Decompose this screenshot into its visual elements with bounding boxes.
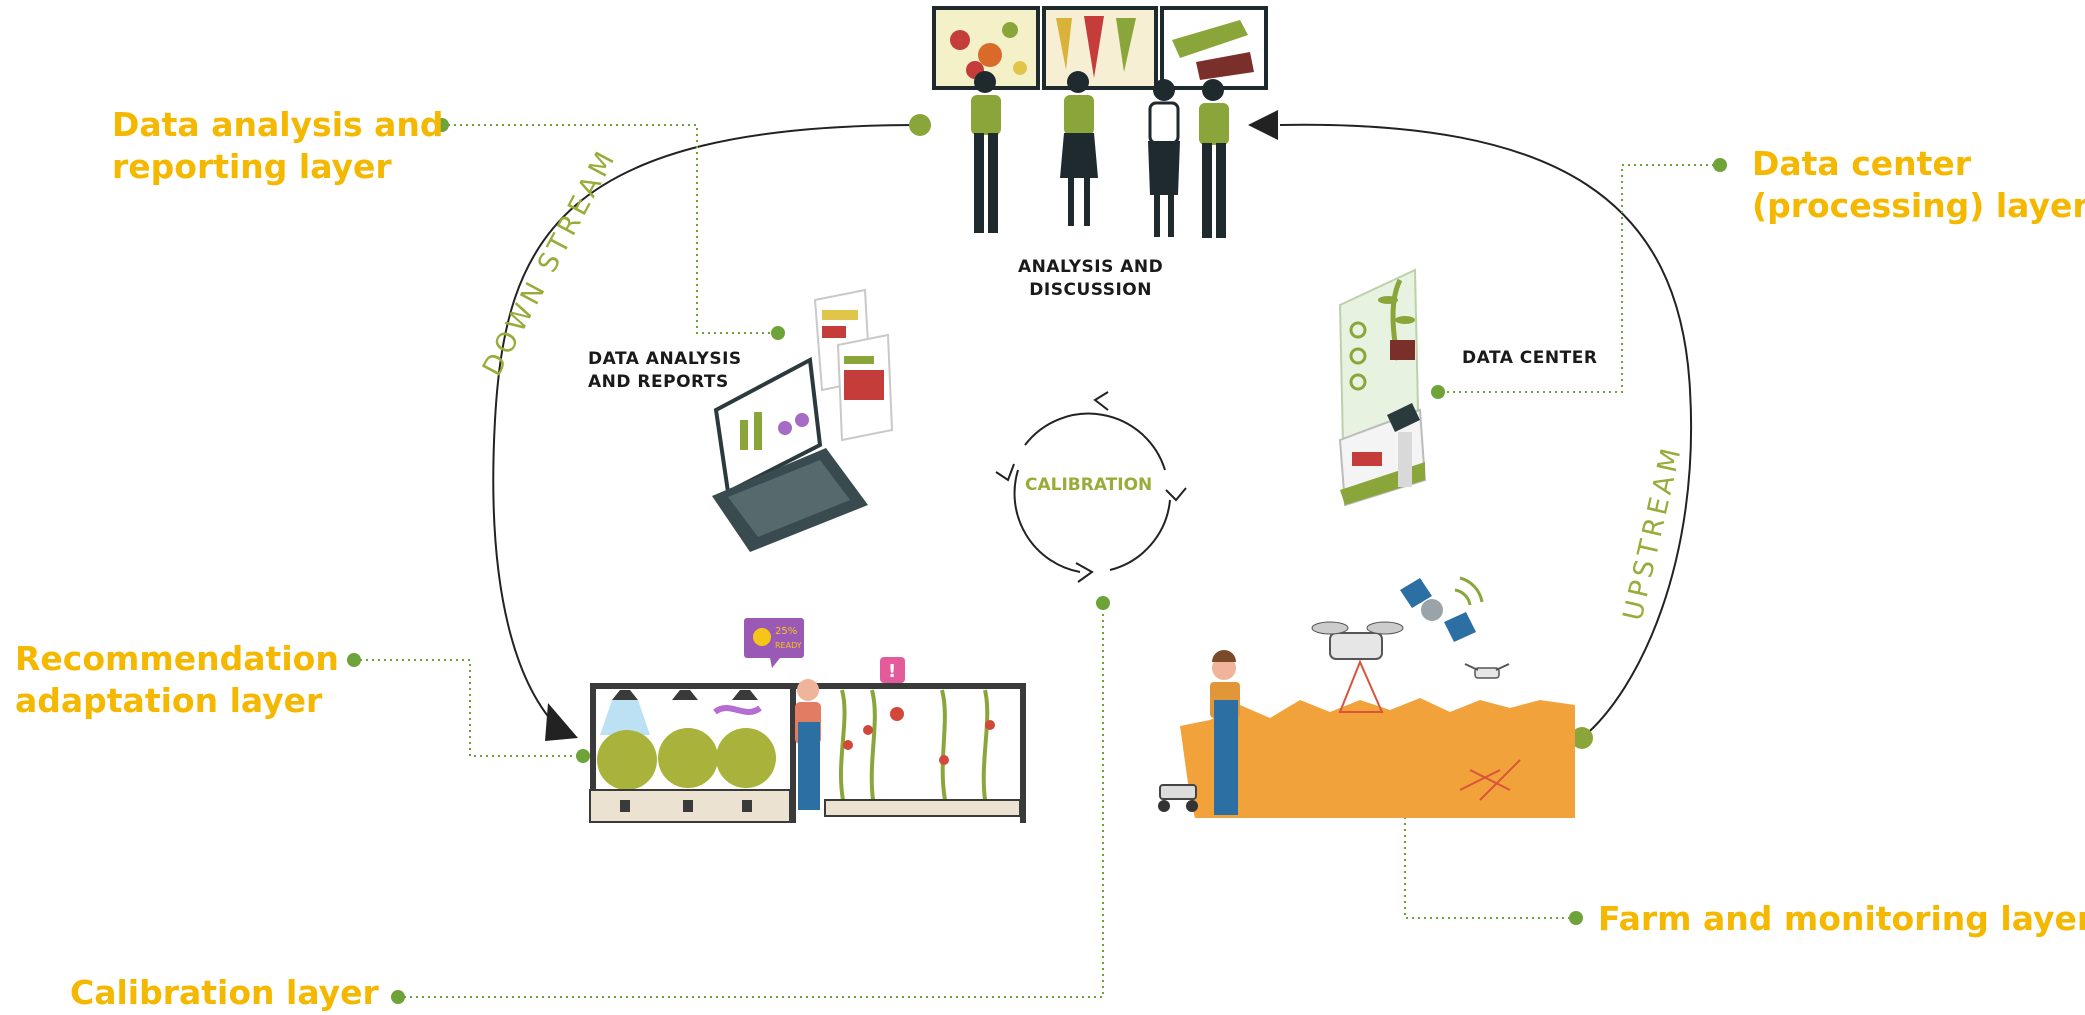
connectors: [354, 124, 1720, 998]
downstream-arc: [492, 124, 919, 731]
dot-calibration-label: [391, 990, 405, 1004]
upstream-start-dot: [1571, 727, 1593, 749]
downstream-start-dot: [909, 114, 931, 136]
cycle-arc-left: [1013, 469, 1081, 573]
svg-text:!: !: [888, 661, 896, 682]
dot-recommendation-target: [576, 749, 590, 763]
downstream-label: DOWN STREAM: [477, 144, 623, 382]
ready-bubble: 25% READY: [744, 618, 804, 668]
caption-data-analysis-reports: DATA ANALYSIS AND REPORTS: [588, 348, 742, 394]
person-1: [971, 71, 1001, 233]
calibration-cycle: CALIBRATION: [995, 391, 1187, 583]
downstream-arrowhead: [545, 703, 578, 741]
dot-calibration-target: [1096, 596, 1110, 610]
dot-recommendation-label: [347, 653, 361, 667]
dot-data-analysis-target: [771, 326, 785, 340]
label-data-center-line1: Data center: [1752, 144, 1972, 183]
dot-data-analysis-label: [435, 118, 449, 132]
bubble-percent: 25%: [775, 626, 797, 637]
connector-data-analysis: [442, 124, 778, 334]
spray-drone: [1311, 621, 1404, 713]
label-recommendation-line1: Recommendation: [15, 639, 339, 678]
label-farm-layer: Farm and monitoring layer: [1598, 899, 2085, 938]
label-calibration-layer: Calibration layer: [70, 973, 379, 1012]
caption-reports-line2: AND REPORTS: [588, 372, 729, 392]
bubble-ready: READY: [775, 641, 802, 650]
dot-data-center-label: [1713, 158, 1727, 172]
upstream-label: UPSTREAM: [1618, 442, 1689, 624]
label-recommendation-layer: Recommendation adaptation layer: [15, 638, 339, 722]
bush-1: [597, 730, 657, 790]
dot-data-center-target: [1431, 385, 1445, 399]
person-4: [1199, 79, 1229, 238]
caption-reports-line1: DATA ANALYSIS: [588, 349, 742, 369]
connector-data-center: [1438, 164, 1720, 393]
map-screen-3: [1160, 6, 1268, 90]
report-sheets-illustration: [813, 288, 894, 442]
caption-analysis-line1: ANALYSIS AND: [1018, 257, 1164, 277]
laptop-illustration: [712, 356, 868, 552]
calibration-caption: CALIBRATION: [1025, 475, 1152, 495]
ground-robot: [1158, 784, 1198, 812]
alert-bubble: !: [880, 657, 905, 683]
lamp-3: [732, 690, 758, 700]
cycle-arc-right: [1109, 499, 1171, 571]
map-screen-2: [1042, 6, 1158, 90]
tomato-plants: [839, 689, 990, 801]
male-farmer: [1210, 650, 1240, 815]
bush-3: [716, 728, 776, 788]
lamp-2: [672, 690, 698, 700]
wheat-field: [1180, 698, 1575, 818]
label-data-analysis-line2: reporting layer: [112, 147, 392, 186]
connector-calibration: [398, 603, 1104, 998]
label-data-analysis-line1: Data analysis and: [112, 105, 444, 144]
bush-2: [658, 728, 718, 788]
upstream-arc: [1279, 123, 1692, 739]
data-center-illustration: [1338, 268, 1427, 507]
label-data-center-layer: Data center (processing) layer: [1752, 143, 2085, 227]
connector-recommendation: [354, 659, 583, 757]
caption-analysis-discussion: ANALYSIS AND DISCUSSION: [1018, 256, 1163, 302]
cycle-arrow-bottom: [1075, 562, 1094, 583]
greenhouse-illustration: 25% READY !: [589, 618, 1026, 823]
tomatoes: [843, 707, 995, 765]
caption-data-center: DATA CENTER: [1462, 348, 1598, 368]
analysis-discussion-illustration: [932, 6, 1268, 238]
cycle-arrow-top: [1093, 391, 1109, 411]
farm-illustration: [1158, 576, 1575, 818]
label-data-analysis-layer: Data analysis and reporting layer: [112, 104, 444, 188]
small-drone: [1464, 663, 1510, 679]
lamp-1: [612, 690, 638, 700]
label-recommendation-line2: adaptation layer: [15, 681, 323, 720]
caption-analysis-line2: DISCUSSION: [1029, 280, 1152, 300]
dot-farm-label: [1569, 911, 1583, 925]
cycle-arrow-left: [995, 463, 1015, 482]
person-2: [1060, 71, 1098, 226]
person-3: [1148, 79, 1180, 237]
label-data-center-line2: (processing) layer: [1752, 186, 2085, 225]
satellite: [1400, 576, 1484, 642]
upstream-arrowhead: [1248, 110, 1278, 140]
cycle-arrow-right: [1165, 487, 1187, 502]
woman-farmer: [795, 679, 821, 810]
cycle-arc-top: [1024, 412, 1166, 471]
